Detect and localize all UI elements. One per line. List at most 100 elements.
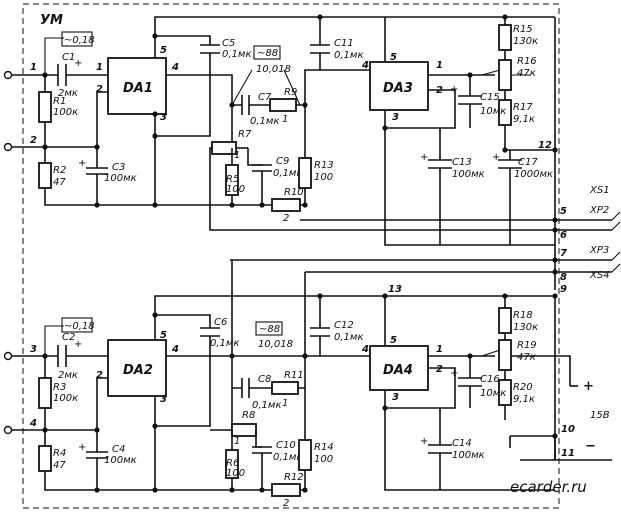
svg-text:1: 1 xyxy=(30,62,37,73)
input-terminal-4[interactable] xyxy=(3,425,13,435)
svg-text:2: 2 xyxy=(283,498,289,509)
svg-text:10мк: 10мк xyxy=(480,388,506,399)
svg-text:C4: C4 xyxy=(112,444,125,455)
module-boundary xyxy=(22,3,560,509)
svg-text:9: 9 xyxy=(560,284,567,295)
svg-text:~0,18: ~0,18 xyxy=(64,321,95,332)
svg-text:10,018: 10,018 xyxy=(258,339,293,350)
svg-text:R15: R15 xyxy=(513,24,533,35)
svg-text:C7: C7 xyxy=(258,92,272,103)
svg-text:DA1: DA1 xyxy=(123,81,153,96)
r6 xyxy=(225,449,239,479)
svg-text:4: 4 xyxy=(361,60,369,71)
svg-text:1: 1 xyxy=(282,398,288,409)
svg-text:0,1мк: 0,1мк xyxy=(222,49,252,60)
svg-text:R17: R17 xyxy=(513,102,533,113)
svg-text:5: 5 xyxy=(160,45,167,56)
r20 xyxy=(498,379,512,406)
svg-text:−: − xyxy=(585,439,596,454)
svg-text:+: + xyxy=(74,339,82,350)
r16 xyxy=(498,59,512,91)
svg-text:C17: C17 xyxy=(518,157,538,168)
svg-text:1: 1 xyxy=(96,62,103,73)
svg-text:8: 8 xyxy=(560,272,567,283)
svg-text:47: 47 xyxy=(53,177,66,188)
svg-text:5: 5 xyxy=(560,206,567,217)
svg-text:4: 4 xyxy=(29,418,37,429)
svg-text:DA2: DA2 xyxy=(123,363,153,378)
xs4-label: XS4 xyxy=(589,270,610,281)
svg-text:100мк: 100мк xyxy=(452,169,485,180)
r13 xyxy=(298,157,312,189)
r9 xyxy=(269,98,297,112)
r7 xyxy=(211,141,237,155)
svg-text:C9: C9 xyxy=(276,156,289,167)
svg-text:+: + xyxy=(420,436,428,447)
da2-chip xyxy=(107,339,167,397)
svg-text:10,018: 10,018 xyxy=(256,64,291,75)
r4 xyxy=(38,445,52,472)
svg-text:4: 4 xyxy=(171,62,179,73)
svg-text:1: 1 xyxy=(436,344,443,355)
svg-text:+: + xyxy=(492,152,500,163)
svg-text:100: 100 xyxy=(226,468,245,479)
svg-text:+: + xyxy=(450,368,458,379)
svg-text:C5: C5 xyxy=(222,38,235,49)
c2-label: C2 xyxy=(62,332,75,343)
svg-text:3: 3 xyxy=(392,392,399,403)
r2 xyxy=(38,162,52,189)
svg-text:R4: R4 xyxy=(53,448,66,459)
svg-text:2мк: 2мк xyxy=(58,370,78,381)
svg-text:7: 7 xyxy=(560,248,567,259)
svg-text:3: 3 xyxy=(30,344,37,355)
svg-text:1: 1 xyxy=(436,60,443,71)
svg-text:100к: 100к xyxy=(53,393,78,404)
svg-text:C13: C13 xyxy=(452,157,472,168)
svg-text:C16: C16 xyxy=(480,374,500,385)
channel-bottom: 3 4 C2 2мк + ~0,18 R3 100к R4 47 + C4 10… xyxy=(3,260,571,509)
r17 xyxy=(498,99,512,126)
svg-text:13: 13 xyxy=(388,284,402,295)
svg-text:4: 4 xyxy=(361,344,369,355)
svg-text:100мк: 100мк xyxy=(104,455,137,466)
svg-text:+: + xyxy=(450,84,458,95)
r8 xyxy=(231,423,257,437)
module-label: УМ xyxy=(40,13,63,28)
xs1-label: XS1 xyxy=(589,185,610,196)
svg-text:3: 3 xyxy=(160,394,167,405)
svg-text:C8: C8 xyxy=(258,374,271,385)
svg-text:R16: R16 xyxy=(517,56,537,67)
svg-text:0,1мк: 0,1мк xyxy=(334,332,364,343)
svg-text:+: + xyxy=(78,442,86,453)
svg-text:R12: R12 xyxy=(284,472,304,483)
svg-text:C11: C11 xyxy=(334,38,354,49)
svg-text:11: 11 xyxy=(561,448,575,459)
svg-text:100: 100 xyxy=(314,454,333,465)
svg-text:0,1мк: 0,1мк xyxy=(273,452,303,463)
r12 xyxy=(271,483,301,497)
svg-text:R6: R6 xyxy=(226,458,239,469)
svg-text:R18: R18 xyxy=(513,310,533,321)
svg-text:C12: C12 xyxy=(334,320,354,331)
svg-text:~88: ~88 xyxy=(259,324,280,335)
svg-text:R8: R8 xyxy=(242,410,255,421)
svg-text:DA3: DA3 xyxy=(383,81,413,96)
svg-text:1: 1 xyxy=(282,114,288,125)
input-terminal-1[interactable] xyxy=(3,70,13,80)
svg-text:R14: R14 xyxy=(314,442,334,453)
r15 xyxy=(498,24,512,51)
svg-text:0,1мк: 0,1мк xyxy=(252,400,282,411)
svg-text:100мк: 100мк xyxy=(452,450,485,461)
svg-text:R11: R11 xyxy=(284,370,304,381)
input-terminal-3[interactable] xyxy=(3,351,13,361)
svg-text:5: 5 xyxy=(390,52,397,63)
svg-text:R7: R7 xyxy=(238,129,252,140)
svg-text:C3: C3 xyxy=(112,162,125,173)
svg-text:DA4: DA4 xyxy=(383,363,413,378)
svg-text:100к: 100к xyxy=(53,107,78,118)
svg-text:R19: R19 xyxy=(517,340,537,351)
r1 xyxy=(38,91,52,123)
input-terminal-2[interactable] xyxy=(3,142,13,152)
svg-text:2мк: 2мк xyxy=(58,88,78,99)
